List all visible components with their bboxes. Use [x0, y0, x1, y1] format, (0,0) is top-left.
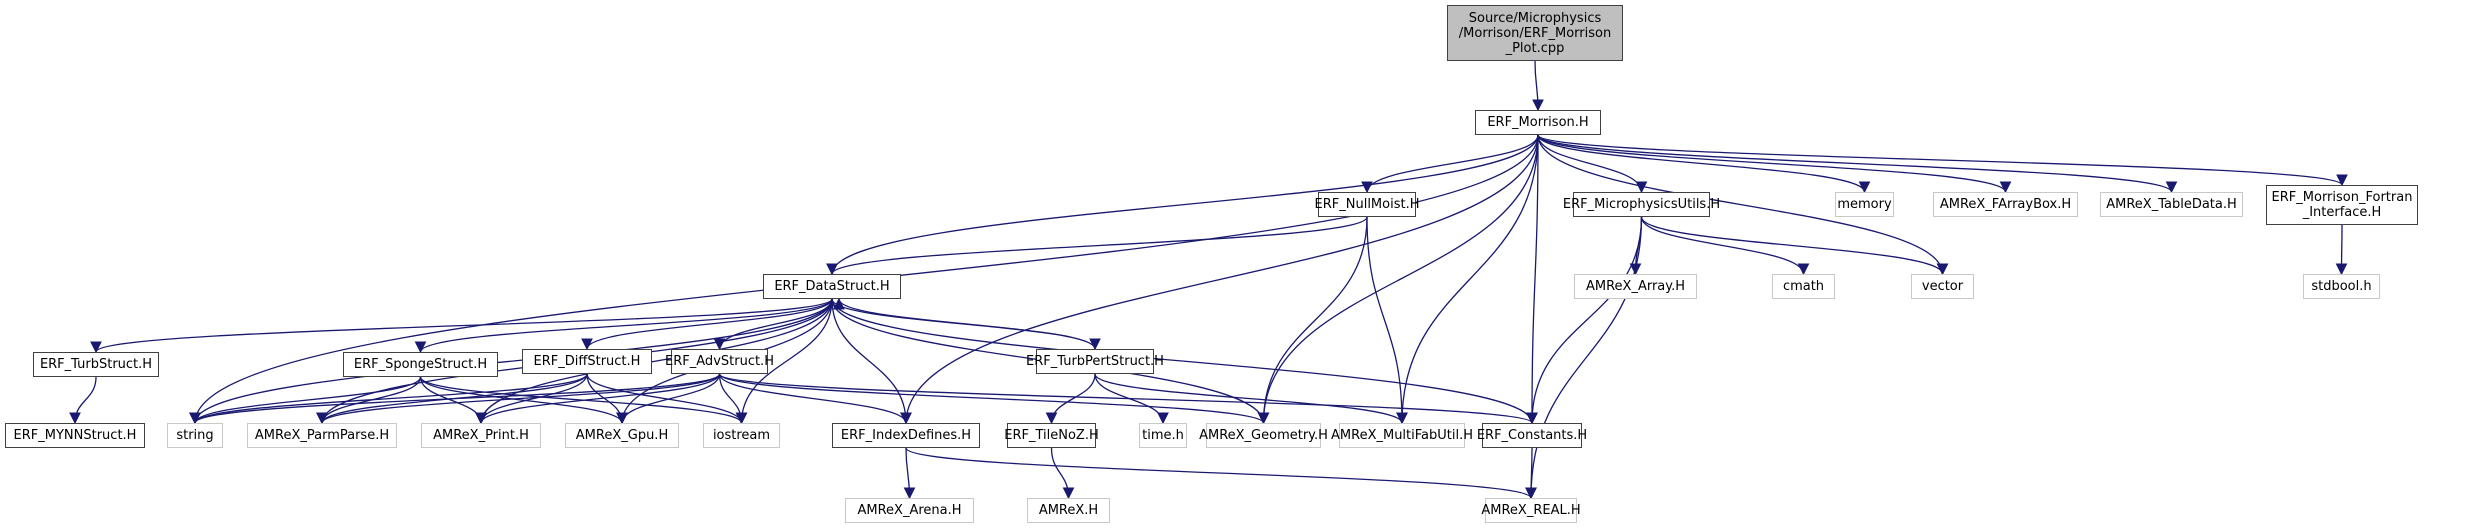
node-erf-spongestruct-h[interactable]: ERF_SpongeStruct.H: [343, 352, 498, 377]
node-amrex-geometry-h: AMReX_Geometry.H: [1199, 423, 1328, 448]
edge-datastruct-to-iostream: [735, 298, 833, 425]
node-memory: memory: [1835, 192, 1894, 217]
edge-advstruct-to-parmparse: [316, 373, 721, 425]
node-erf-microphysicsutils-h[interactable]: ERF_MicrophysicsUtils.H: [1563, 192, 1720, 217]
edge-datastruct-to-string: [189, 298, 833, 425]
edge-advstruct-to-geometry: [718, 373, 1270, 425]
edge-advstruct-to-iostream: [718, 373, 748, 425]
edge-datastruct-to-turbstruct: [90, 298, 833, 354]
edge-morrison-to-geometry: [1257, 134, 1539, 425]
edge-microutils-to-cmath: [1640, 216, 1810, 276]
edge-advstruct-to-string: [189, 373, 721, 425]
node-iostream: iostream: [703, 423, 780, 448]
node-erf-tilenoz-h[interactable]: ERF_TileNoZ.H: [1004, 423, 1099, 448]
edge-fortran-to-stdbool: [2335, 224, 2348, 276]
edge-diffstruct-to-string: [189, 373, 588, 425]
node-amrex-gpu-h: AMReX_Gpu.H: [565, 423, 679, 448]
edge-advstruct-to-print: [475, 373, 721, 425]
edge-datastruct-to-indexdefines: [831, 298, 912, 425]
edge-turbpert-to-tilenoz: [1045, 373, 1096, 425]
edge-diffstruct-to-iostream: [586, 373, 748, 425]
node-amrex-parmparse-h: AMReX_ParmParse.H: [247, 423, 397, 448]
node-erf-advstruct-h[interactable]: ERF_AdvStruct.H: [665, 349, 774, 374]
node-time-h: time.h: [1139, 423, 1187, 448]
edge-datastruct-to-spongestruct: [414, 298, 833, 354]
edge-datastruct-to-print: [475, 298, 833, 425]
node-erf-diffstruct-h[interactable]: ERF_DiffStruct.H: [522, 349, 652, 374]
node-amrex-arena-h: AMReX_Arena.H: [845, 498, 974, 523]
edge-tilenoz-to-amrex: [1050, 447, 1075, 500]
edge-advstruct-to-indexdefines: [718, 373, 912, 425]
edge-microutils-to-real: [1525, 216, 1643, 500]
edge-morrison-to-nullmoist: [1361, 134, 1539, 194]
node-amrex-array-h: AMReX_Array.H: [1574, 274, 1697, 299]
edge-morrison-to-vector: [1537, 134, 1949, 276]
edge-spongestruct-to-string: [189, 376, 422, 425]
node-string: string: [167, 423, 223, 448]
edge-morrison-to-datastruct: [826, 134, 1539, 276]
edge-advstruct-to-constants: [718, 373, 1538, 425]
edge-turbpert-to-multifabutil: [1094, 373, 1408, 425]
edge-datastruct-to-diffstruct: [581, 298, 833, 351]
edge-morrison-to-fortran: [1537, 134, 2348, 187]
node-amrex-farraybox-h: AMReX_FArrayBox.H: [1933, 192, 2078, 217]
edge-constants-to-real: [1525, 447, 1537, 500]
node-amrex-tabledata-h: AMReX_TableData.H: [2100, 192, 2243, 217]
node-erf-turbpertstruct-h[interactable]: ERF_TurbPertStruct.H: [1026, 349, 1164, 374]
edge-spongestruct-to-gpu: [419, 376, 628, 425]
node-erf-morrison-fortran-interface-h[interactable]: ERF_Morrison_Fortran _Interface.H: [2266, 185, 2418, 225]
node-cmath: cmath: [1772, 274, 1835, 299]
edge-morrison-to-tabledata: [1537, 134, 2178, 194]
edge-morrison-to-multifabutil: [1396, 134, 1539, 425]
edge-datastruct-to-advstruct: [713, 298, 833, 351]
edge-turbstruct-to-mynn: [69, 376, 97, 425]
edge-morrison-to-indexdefines: [900, 134, 1539, 425]
edge-root-to-morrison: [1532, 60, 1544, 112]
node-erf-mynnstruct-h[interactable]: ERF_MYNNStruct.H: [5, 423, 145, 448]
node-amrex-multifabutil-h: AMReX_MultiFabUtil.H: [1331, 423, 1473, 448]
node-erf-datastruct-h[interactable]: ERF_DataStruct.H: [763, 274, 901, 299]
edge-turbpert-to-timeh: [1094, 373, 1169, 425]
edge-microutils-to-constants: [1526, 216, 1643, 425]
edge-morrison-to-memory: [1537, 134, 1871, 194]
edge-morrison-to-microutils: [1537, 134, 1648, 194]
edge-morrison-to-constants: [1526, 134, 1539, 425]
node-erf-nullmoist-h[interactable]: ERF_NullMoist.H: [1315, 192, 1420, 217]
edge-datastruct-to-constants: [831, 298, 1538, 425]
node-erf-morrison-h[interactable]: ERF_Morrison.H: [1475, 110, 1601, 135]
edge-microutils-to-vector: [1640, 216, 1949, 276]
edge-morrison-to-farraybox: [1537, 134, 2012, 194]
node-stdbool-h: stdbool.h: [2303, 274, 2380, 299]
node-amrex-real-h: AMReX_REAL.H: [1481, 498, 1581, 523]
node-erf-turbstruct-h[interactable]: ERF_TurbStruct.H: [33, 352, 159, 377]
node-amrex-print-h: AMReX_Print.H: [421, 423, 541, 448]
node-amrex-h: AMReX.H: [1027, 498, 1110, 523]
node-erf-morrison-plot-cpp[interactable]: Source/Microphysics /Morrison/ERF_Morris…: [1447, 5, 1623, 61]
node-erf-indexdefines-h[interactable]: ERF_IndexDefines.H: [832, 423, 980, 448]
edge-nullmoist-to-multifabutil: [1366, 216, 1408, 425]
edge-indexdefines-to-arena: [903, 447, 916, 500]
edge-turbpert-to-datastruct: [833, 297, 1096, 350]
edge-indexdefines-to-real: [905, 447, 1537, 500]
edge-nullmoist-to-geometry: [1257, 216, 1368, 425]
edge-advstruct-to-gpu: [616, 373, 721, 425]
node-erf-constants-h[interactable]: ERF_Constants.H: [1477, 423, 1587, 448]
edge-nullmoist-to-datastruct: [826, 216, 1368, 276]
node-vector: vector: [1911, 274, 1974, 299]
